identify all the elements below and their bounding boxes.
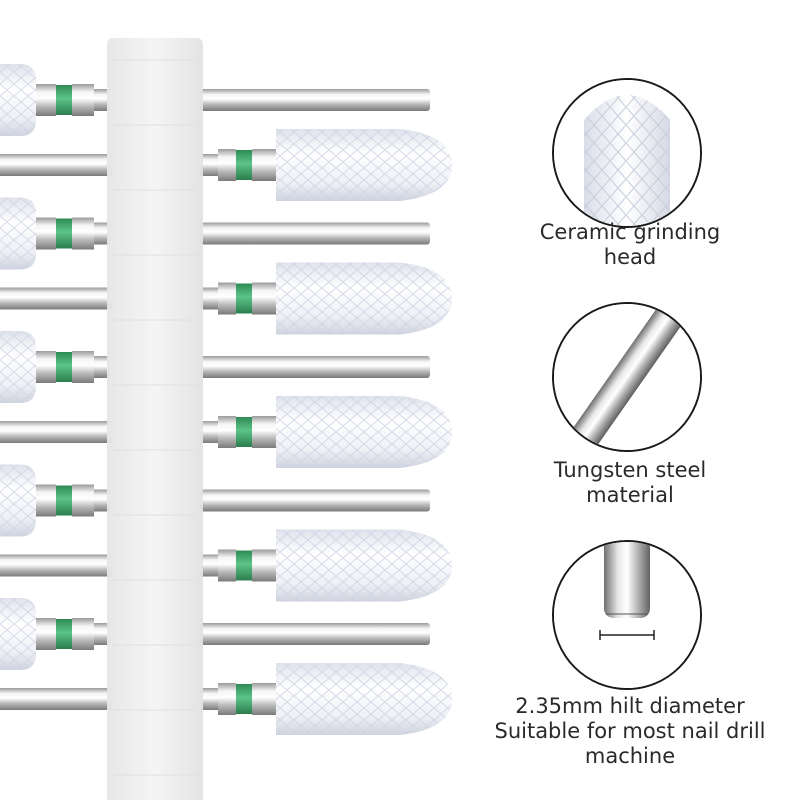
ceramic-head-icon — [554, 80, 700, 226]
drill-bit-product-image — [0, 38, 452, 800]
right-bit — [0, 262, 452, 335]
collar — [218, 416, 236, 448]
collar — [252, 416, 276, 448]
shank — [200, 222, 430, 245]
right-bit — [0, 396, 452, 468]
neck — [200, 154, 218, 176]
shank-diameter-zoom — [552, 540, 702, 690]
neck — [94, 356, 110, 378]
collar — [72, 351, 94, 383]
green-band — [236, 417, 252, 447]
steel-shank-zoom — [552, 302, 702, 452]
neck — [200, 554, 218, 577]
left-bit — [0, 598, 430, 670]
shank — [200, 89, 430, 111]
steel-material-caption: Tungsten steel material — [553, 458, 707, 507]
collar — [218, 683, 236, 715]
green-band — [236, 150, 252, 180]
green-band — [56, 352, 72, 382]
neck — [200, 421, 218, 443]
neck — [200, 688, 218, 710]
ceramic-head-zoom — [552, 78, 702, 228]
collar — [72, 84, 94, 116]
collar — [218, 282, 236, 315]
collar — [252, 683, 276, 715]
collar — [36, 484, 56, 517]
right-bit — [0, 129, 452, 201]
shank — [200, 623, 430, 645]
collar — [36, 351, 56, 383]
green-band — [236, 550, 252, 581]
collar — [252, 149, 276, 181]
shank-diameter-icon — [554, 542, 700, 688]
collar — [218, 149, 236, 181]
green-band — [56, 85, 72, 115]
green-band — [236, 283, 252, 314]
neck — [94, 623, 110, 645]
green-band — [56, 619, 72, 649]
collar — [36, 217, 56, 250]
shank — [200, 356, 430, 378]
collar — [218, 549, 236, 582]
shank — [0, 554, 112, 577]
bit-holder — [107, 38, 203, 800]
neck — [94, 89, 110, 111]
right-bit — [0, 663, 452, 735]
collar — [72, 217, 94, 250]
green-band — [56, 218, 72, 249]
shank — [200, 489, 430, 512]
right-bit — [0, 529, 452, 602]
left-bit — [0, 64, 430, 136]
neck — [200, 287, 218, 310]
collar — [252, 549, 276, 582]
shank — [0, 154, 112, 176]
left-bit — [0, 197, 430, 270]
collar — [252, 282, 276, 315]
neck — [94, 222, 110, 245]
collar — [36, 84, 56, 116]
collar — [36, 618, 56, 650]
shank — [0, 421, 112, 443]
neck — [94, 489, 110, 512]
collar — [72, 484, 94, 517]
steel-shank-icon — [554, 304, 700, 450]
left-bit — [0, 331, 430, 403]
shank — [0, 688, 112, 710]
hilt-diameter-caption: 2.35mm hilt diameter Suitable for most n… — [494, 694, 766, 768]
green-band — [236, 684, 252, 714]
shank — [0, 287, 112, 310]
ceramic-head-caption: Ceramic grinding head — [539, 220, 721, 269]
green-band — [56, 485, 72, 516]
left-bit — [0, 464, 430, 537]
collar — [72, 618, 94, 650]
